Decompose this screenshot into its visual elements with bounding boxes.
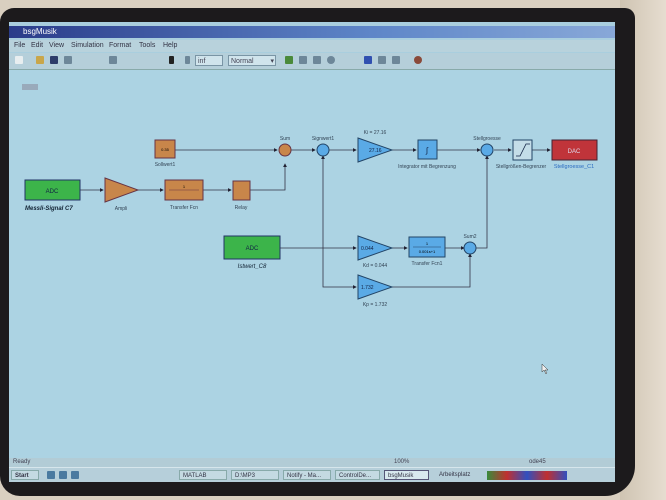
menu-help[interactable]: Help	[163, 42, 178, 49]
model-canvas[interactable]: ADC Messli-Signal C7 Ampli 1 Transfer Fc…	[9, 70, 615, 460]
adc2-text: ADC	[246, 246, 259, 252]
dac-block[interactable]: DAC	[551, 139, 598, 161]
integrator-label: Integrator mit Begrenzung	[398, 164, 456, 170]
debug-icon[interactable]	[313, 56, 321, 64]
task-mp3[interactable]: D:\MP3	[231, 470, 279, 480]
adc2-label: Istwert_C8	[238, 264, 267, 270]
refresh-icon[interactable]	[327, 56, 335, 64]
relay-block[interactable]	[232, 180, 251, 201]
quicklaunch-icon[interactable]	[71, 471, 79, 479]
sum2-block[interactable]	[463, 241, 477, 255]
task-controldesk[interactable]: ControlDe...	[335, 470, 380, 480]
menu-file[interactable]: File	[14, 42, 26, 49]
menu-bar: File Edit View Simulation Format Tools H…	[9, 40, 615, 52]
quicklaunch-icon[interactable]	[47, 471, 55, 479]
monitor-icon[interactable]	[392, 56, 400, 64]
sum-block-stellgroesse[interactable]	[480, 143, 494, 157]
ki-value: 27.16	[369, 148, 382, 154]
menu-simulation[interactable]: Simulation	[71, 42, 104, 49]
relay-label: Relay	[235, 205, 248, 211]
integrator-block[interactable]: ∫	[417, 139, 438, 160]
new-icon[interactable]	[15, 56, 23, 64]
status-bar: Ready 100% ode45	[9, 458, 615, 467]
block-diagram: ADC Messli-Signal C7 Ampli 1 Transfer Fc…	[22, 84, 598, 375]
start-button[interactable]: Start	[11, 470, 39, 480]
chevron-down-icon: ▾	[270, 58, 274, 65]
kd-value: 0.044	[361, 246, 374, 252]
svg-text:∫: ∫	[425, 146, 429, 155]
copy-icon[interactable]	[109, 56, 117, 64]
gain-block-ampli[interactable]	[104, 177, 140, 203]
adc-label: Messli-Signal C7	[25, 206, 73, 212]
sum-label: Sum	[280, 136, 290, 142]
saturation-block[interactable]	[512, 139, 533, 161]
sim-mode-select[interactable]: Normal ▾	[228, 55, 276, 66]
transfer-fcn-block[interactable]: 1	[164, 179, 204, 201]
gain-block-kd[interactable]: 0.044	[357, 235, 394, 261]
saturation-label: Stellgrößen-Begrenzer	[496, 164, 547, 170]
transfer-fcn1-block[interactable]: 1 0.001s+1	[408, 236, 446, 258]
menu-view[interactable]: View	[49, 42, 65, 49]
menu-format[interactable]: Format	[109, 42, 132, 49]
stop-time-input[interactable]: inf	[195, 55, 223, 66]
status-text: Ready	[13, 459, 31, 465]
solver-text: ode45	[529, 459, 546, 465]
window-title: bsgMusik	[23, 27, 57, 36]
constant-block-sollwert[interactable]: 0.35	[154, 139, 176, 159]
build-icon[interactable]	[364, 56, 372, 64]
tf-numerator: 1	[183, 184, 186, 189]
small-annotation-block[interactable]	[22, 84, 38, 90]
adc-text: ADC	[46, 189, 59, 195]
sum-block[interactable]	[278, 143, 292, 157]
print-icon[interactable]	[64, 56, 72, 64]
zoom-level: 100%	[394, 459, 410, 465]
save-icon[interactable]	[50, 56, 58, 64]
tf-label: Transfer Fcn	[170, 205, 198, 211]
play-icon[interactable]	[169, 56, 174, 64]
task-notify[interactable]: Notify - Ma...	[283, 470, 331, 480]
tf1-label: Transfer Fcn1	[412, 261, 443, 267]
connect-icon[interactable]	[378, 56, 386, 64]
adc-block-istwert[interactable]: ADC	[223, 235, 281, 260]
sum2-label: Sum2	[463, 234, 476, 240]
sim-mode-value: Normal	[231, 58, 254, 65]
sollwert-label: Sollwert1	[155, 162, 176, 168]
library-icon[interactable]	[285, 56, 293, 64]
sollwert-value: 0.35	[161, 147, 170, 152]
tray-label: Arbeitsplatz	[439, 472, 471, 478]
model-browser-icon[interactable]	[299, 56, 307, 64]
kp-label: Kp = 1.732	[363, 302, 388, 308]
system-tray-icons[interactable]	[487, 471, 567, 480]
stellgroesse-label: Stellgroesse	[473, 136, 501, 142]
adc-block-measure[interactable]: ADC	[24, 179, 81, 201]
menu-tools[interactable]: Tools	[139, 42, 156, 49]
quicklaunch-icon[interactable]	[59, 471, 67, 479]
signwert-label: Signwert1	[312, 136, 334, 142]
menu-edit[interactable]: Edit	[31, 42, 44, 49]
task-matlab[interactable]: MATLAB	[179, 470, 227, 480]
gain-block-ki[interactable]: 27.16	[357, 137, 394, 163]
sum-block-signwert[interactable]	[316, 143, 330, 157]
kd-label: Kd = 0.044	[363, 263, 388, 269]
tf1-denominator: 0.001s+1	[419, 249, 436, 254]
dac-label: Stellgroesse_C1	[554, 164, 594, 170]
stop-icon[interactable]	[185, 56, 190, 64]
toolbar: inf Normal ▾	[9, 53, 615, 70]
mouse-cursor-icon	[541, 363, 549, 375]
ampli-label: Ampli	[115, 206, 128, 212]
gain-block-kp[interactable]: 1.732	[357, 274, 394, 300]
title-bar: bsgMusik	[9, 26, 615, 38]
signal-lines	[80, 148, 551, 289]
taskbar: Start MATLAB D:\MP3 Notify - Ma... Contr…	[9, 467, 615, 482]
record-icon[interactable]	[414, 56, 422, 64]
dac-text: DAC	[568, 149, 581, 155]
ki-label: Ki = 27.16	[364, 130, 387, 136]
open-icon[interactable]	[36, 56, 44, 64]
task-bsgmusik[interactable]: bsgMusik	[384, 470, 429, 480]
kp-value: 1.732	[361, 285, 374, 291]
screen: bsgMusik File Edit View Simulation Forma…	[9, 22, 615, 482]
tf1-numerator: 1	[426, 241, 429, 246]
